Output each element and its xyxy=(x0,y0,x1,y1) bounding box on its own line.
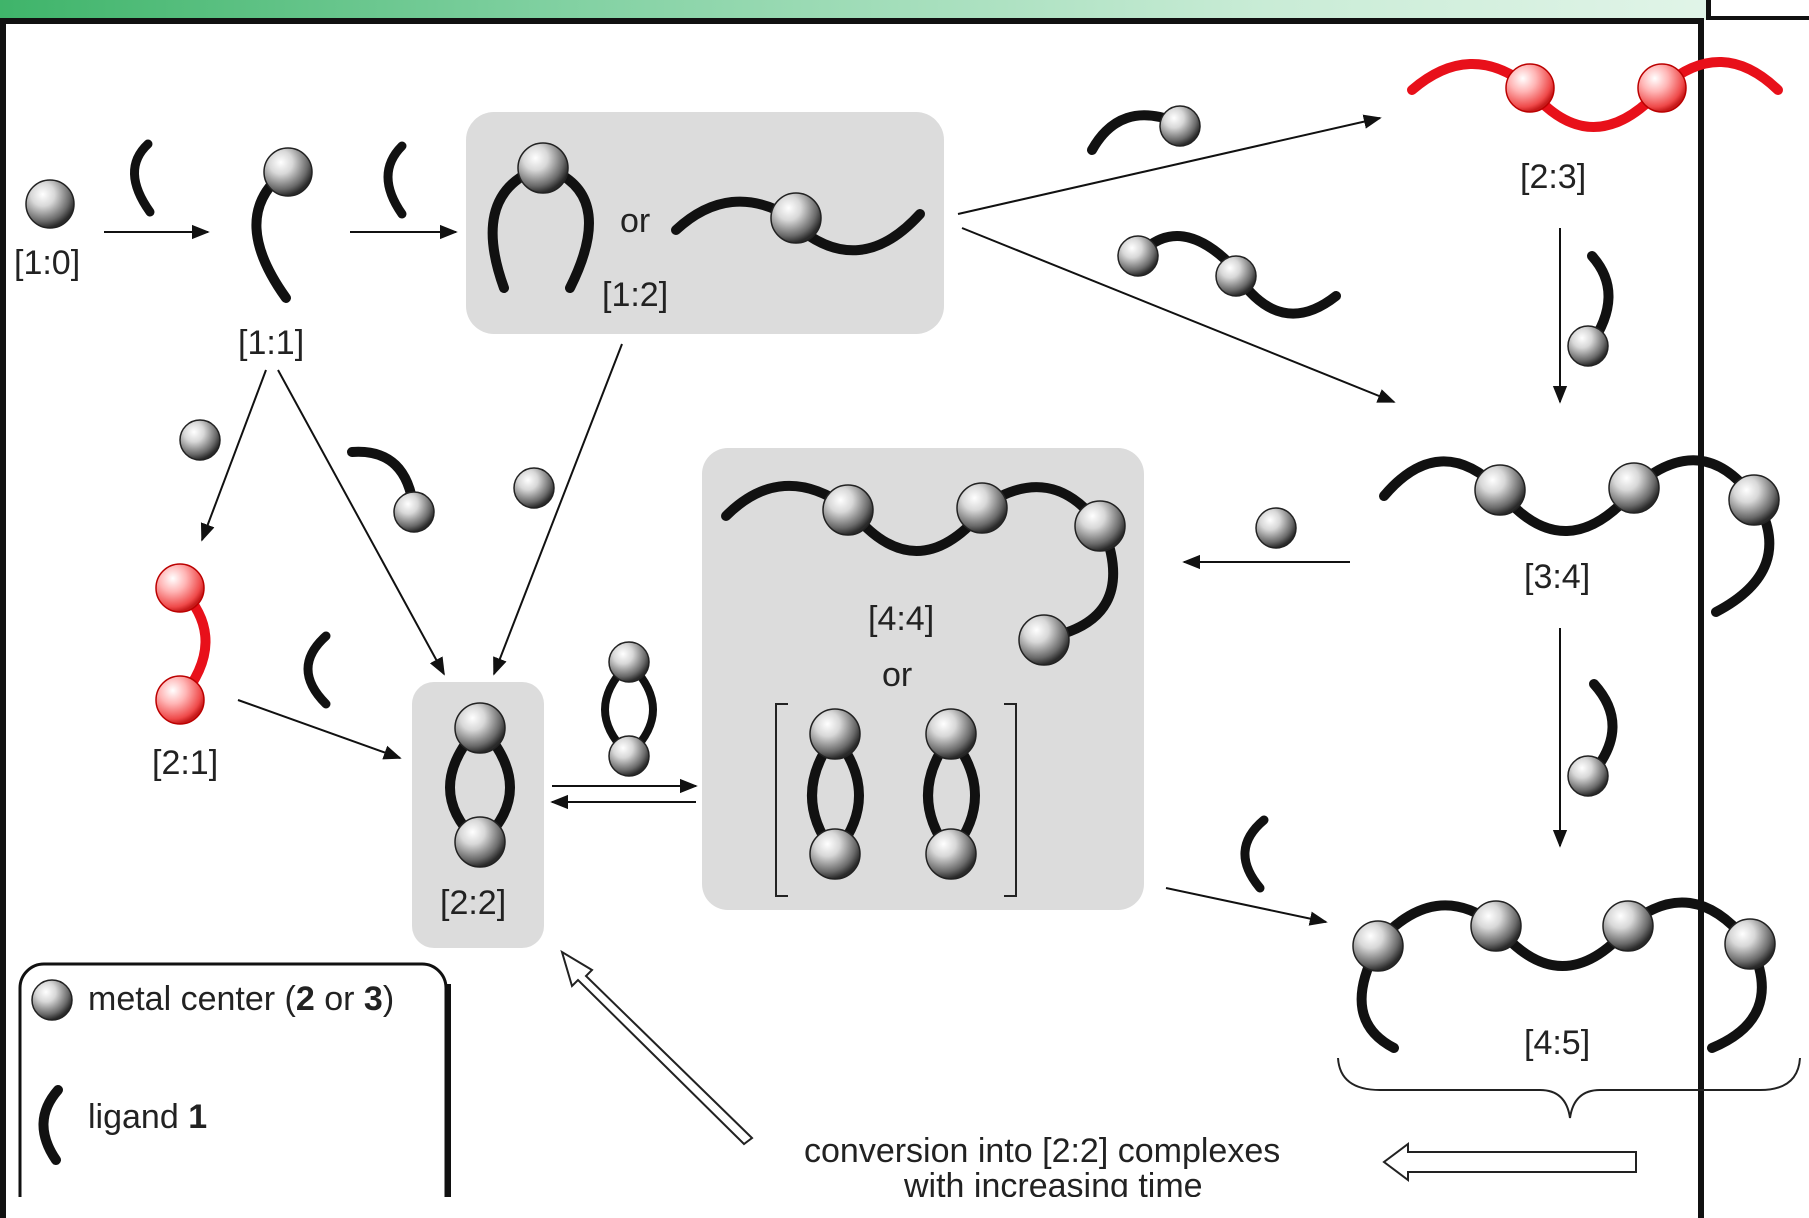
box-2-2 xyxy=(412,682,544,948)
metal-4-5 xyxy=(1470,900,1522,952)
hollow-arrow-left xyxy=(1382,1142,1637,1182)
reagent-metal xyxy=(1215,255,1257,297)
arrow-4-4-to-4-5 xyxy=(1165,887,1328,926)
ligand-1-2-b xyxy=(551,167,594,293)
reagent-metal xyxy=(393,491,435,533)
arrow-1-2-to-2-2 xyxy=(493,343,623,676)
label-4-5: [4:5] xyxy=(1524,1024,1590,1062)
bracket-right xyxy=(1004,703,1017,897)
box-1-2 xyxy=(466,112,944,334)
arrow-to-2-3 xyxy=(957,114,1382,215)
note-line-1: conversion into [2:2] complexes xyxy=(804,1132,1280,1170)
metal-4-4 xyxy=(809,828,861,880)
reagent-metal xyxy=(1567,755,1609,797)
legend-metal-icon xyxy=(31,979,73,1021)
metal-4-4 xyxy=(925,828,977,880)
metal-4-4 xyxy=(956,482,1008,534)
reagent-metal xyxy=(1567,325,1609,367)
corner-frame xyxy=(1706,0,1809,20)
reagent-ligand xyxy=(1240,815,1269,893)
reagent-metal xyxy=(1255,507,1297,549)
metal-2-3 xyxy=(1637,63,1687,113)
metal-4-4 xyxy=(1074,500,1126,552)
label-1-0: [1:0] xyxy=(14,244,80,282)
label-3-4: [3:4] xyxy=(1524,558,1590,596)
label-2-2: [2:2] xyxy=(440,884,506,922)
label-4-4: [4:4] xyxy=(868,600,934,638)
reagent-ligand xyxy=(303,631,331,709)
metal-4-4 xyxy=(809,708,861,760)
metal-3-4 xyxy=(1728,474,1780,526)
metal-4-4 xyxy=(1018,614,1070,666)
metal-2-2 xyxy=(454,702,506,754)
note-line-2: with increasing time xyxy=(903,1167,1203,1197)
arrow-1-1-to-2-2 xyxy=(277,369,445,676)
label-1-2: [1:2] xyxy=(602,276,668,314)
metal-2-1 xyxy=(155,563,205,613)
or-label-2: or xyxy=(882,656,912,694)
metal-3-4 xyxy=(1474,464,1526,516)
metal-1-2-alt xyxy=(770,192,822,244)
label-2-1: [2:1] xyxy=(152,744,218,782)
ligand-1-2-a xyxy=(487,167,535,293)
legend-metal-text: metal center (2 or 3) xyxy=(88,980,394,1018)
label-1-1: [1:1] xyxy=(238,324,304,362)
metal-1-2 xyxy=(517,142,569,194)
legend-ligand-text: ligand 1 xyxy=(88,1098,207,1136)
legend-ligand-icon xyxy=(38,1085,63,1165)
top-gradient-bar xyxy=(0,0,1809,20)
metal-1-1 xyxy=(263,147,313,197)
metal-4-5 xyxy=(1602,900,1654,952)
or-label-1: or xyxy=(620,202,650,240)
metal-4-5 xyxy=(1724,918,1776,970)
metal-4-4 xyxy=(822,484,874,536)
metal-1-0 xyxy=(25,179,75,229)
arrow-1-1-to-2-1 xyxy=(200,369,267,542)
arrow-2-1-to-2-2 xyxy=(237,699,402,760)
curly-brace xyxy=(1337,1057,1801,1119)
metal-2-1 xyxy=(155,675,205,725)
ligand-icon xyxy=(383,141,407,219)
reagent-metal xyxy=(1159,105,1201,147)
metal-4-4 xyxy=(925,708,977,760)
metal-3-4 xyxy=(1608,462,1660,514)
reagent-metal xyxy=(608,641,650,683)
reagent-metal xyxy=(179,419,221,461)
metal-2-2 xyxy=(454,816,506,868)
arrow-to-3-4 xyxy=(961,227,1396,403)
reagent-metal xyxy=(513,467,555,509)
reagent-metal xyxy=(608,735,650,777)
ligand-icon xyxy=(130,139,155,217)
label-2-3: [2:3] xyxy=(1520,158,1586,196)
metal-2-3 xyxy=(1505,63,1555,113)
bracket-left xyxy=(775,703,788,897)
metal-4-5 xyxy=(1352,920,1404,972)
hollow-arrow-diagonal xyxy=(560,949,754,1146)
reagent-metal xyxy=(1117,235,1159,277)
